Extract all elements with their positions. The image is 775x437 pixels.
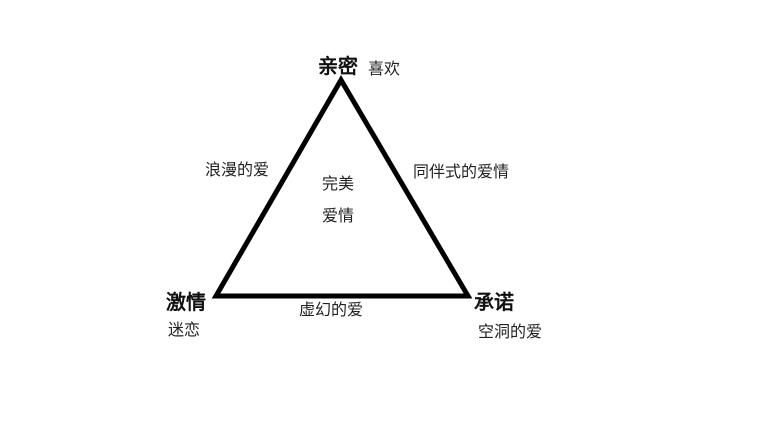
center-label-line1: 完美 [322, 174, 355, 193]
edge-bottom-label: 虚幻的爱 [299, 300, 364, 319]
vertex-top-label: 亲密 [318, 54, 358, 78]
vertex-top-sublabel: 喜欢 [368, 59, 401, 78]
vertex-right-label: 承诺 [474, 290, 514, 314]
vertex-right-sublabel: 空洞的爱 [478, 322, 543, 341]
vertex-left-sublabel: 迷恋 [168, 320, 201, 339]
edge-right-label: 同伴式的爱情 [413, 162, 510, 181]
edge-left-label: 浪漫的爱 [205, 160, 270, 179]
triangle-outline [211, 75, 473, 299]
vertex-left-label: 激情 [166, 290, 206, 314]
center-label-line2: 爱情 [322, 206, 355, 225]
